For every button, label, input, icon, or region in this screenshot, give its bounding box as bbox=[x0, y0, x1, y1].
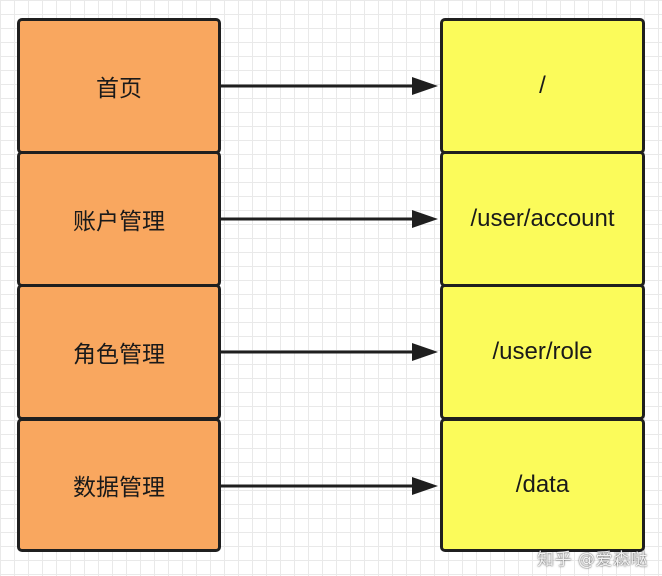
route-path: /user/account bbox=[470, 205, 615, 232]
watermark: 知乎 @爱森哒 bbox=[537, 550, 648, 570]
page-box-home: 首页 bbox=[17, 18, 221, 154]
page-label: 账户管理 bbox=[73, 209, 165, 235]
arrow-account-to-user-account bbox=[221, 210, 438, 228]
route-box-data: /data bbox=[440, 418, 645, 552]
route-path: /user/role bbox=[492, 338, 593, 365]
route-path: /data bbox=[515, 471, 570, 498]
page-box-role-management: 角色管理 bbox=[17, 284, 221, 420]
page-box-data-management: 数据管理 bbox=[17, 418, 221, 552]
arrow-home-to-root bbox=[221, 77, 438, 95]
page-label: 角色管理 bbox=[73, 342, 165, 368]
page-label: 首页 bbox=[96, 76, 142, 102]
page-label: 数据管理 bbox=[73, 475, 165, 501]
arrow-data-to-data bbox=[221, 477, 438, 495]
arrow-role-to-user-role bbox=[221, 343, 438, 361]
route-box-root: / bbox=[440, 18, 645, 154]
route-path: / bbox=[539, 72, 546, 99]
